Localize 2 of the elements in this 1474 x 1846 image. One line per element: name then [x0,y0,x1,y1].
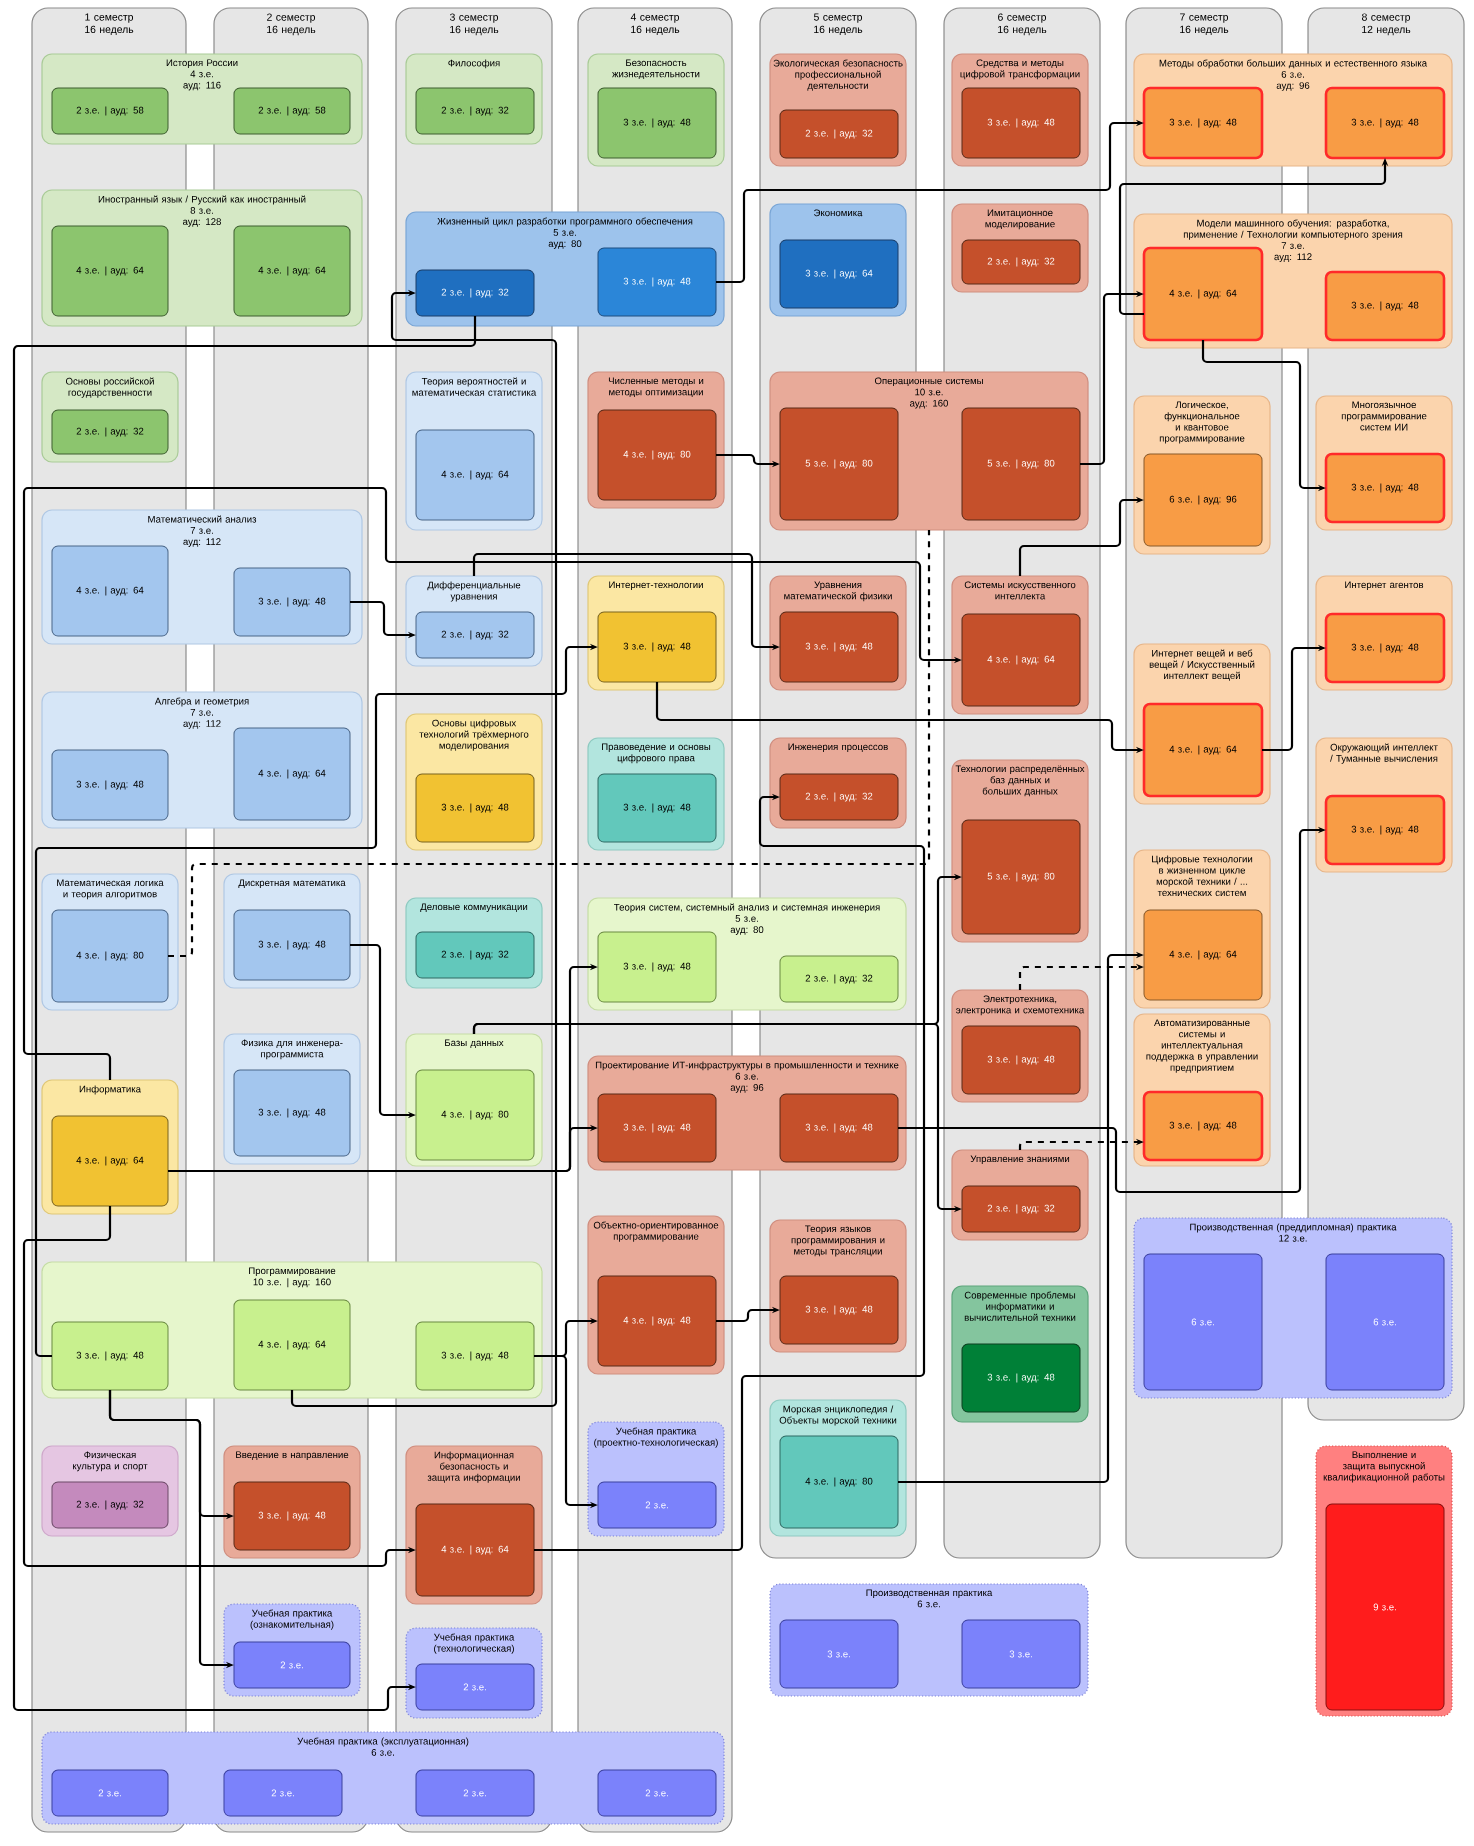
arrow [12,316,477,1712]
arrow [534,793,926,1552]
